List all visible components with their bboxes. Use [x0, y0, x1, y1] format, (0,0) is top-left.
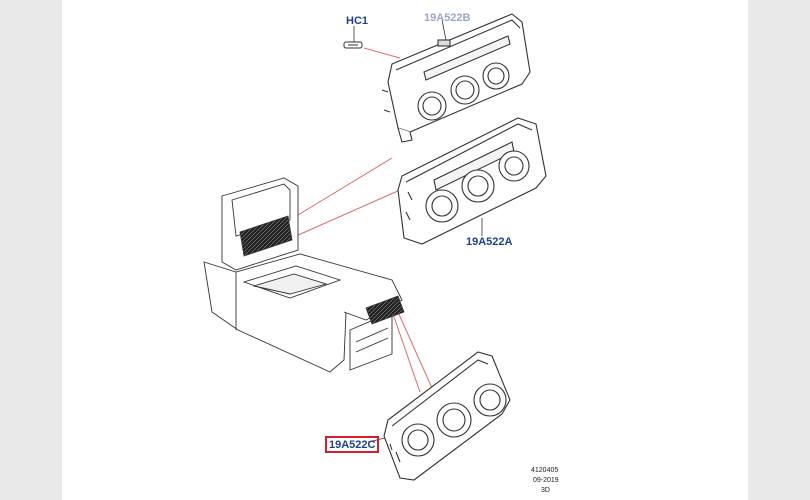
console-climate-unit-lower	[365, 295, 405, 325]
diagram-reference: 4120405	[531, 467, 559, 474]
diagram-info-block: 4120405 09-2019 3D	[531, 466, 571, 496]
callout-19a522c[interactable]: 19A522C	[325, 436, 380, 453]
climate-panel-front	[397, 117, 547, 245]
climate-panel-rear-lower	[383, 351, 511, 481]
center-console	[203, 177, 403, 373]
climate-panel-rear-top	[381, 13, 531, 143]
callout-19a522a[interactable]: 19A522A	[466, 236, 513, 248]
console-climate-unit-upper	[239, 215, 293, 257]
diagram-date: 09-2019	[533, 477, 559, 484]
diagram-view-type: 3D	[541, 487, 550, 494]
hc1-clip-part	[343, 41, 363, 49]
callout-19a522b[interactable]: 19A522B	[424, 12, 471, 24]
callout-hc1[interactable]: HC1	[346, 15, 369, 27]
